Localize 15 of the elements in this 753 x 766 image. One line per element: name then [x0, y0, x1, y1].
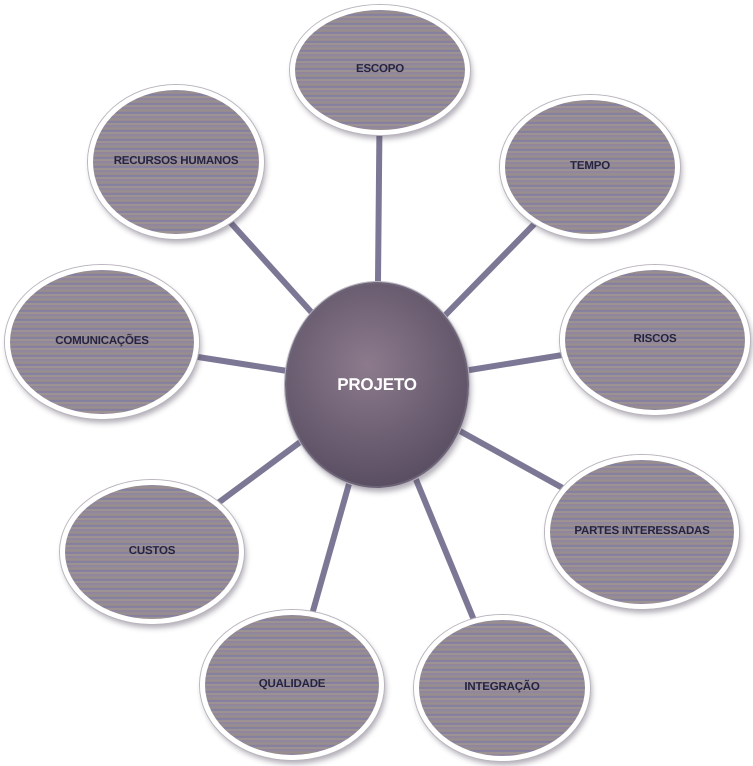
connector-line — [374, 134, 382, 282]
node-label: QUALIDADE — [258, 677, 326, 692]
node-label: RECURSOS HUMANOS — [112, 154, 240, 170]
node-label: PROJETO — [336, 374, 418, 396]
node-label: COMUNICAÇÕES — [54, 333, 150, 350]
connector-line — [310, 482, 352, 613]
node-label: PARTES INTERESSADAS — [573, 524, 711, 540]
connector-line — [196, 354, 286, 374]
node-label: RISCOS — [632, 332, 678, 348]
node-label: TEMPO — [569, 159, 611, 174]
node-label: CUSTOS — [128, 544, 176, 560]
node-label: ESCOPO — [354, 62, 405, 78]
connector-line — [228, 220, 314, 314]
node-label: INTEGRAÇÃO — [463, 679, 541, 696]
connector-line — [468, 352, 562, 374]
